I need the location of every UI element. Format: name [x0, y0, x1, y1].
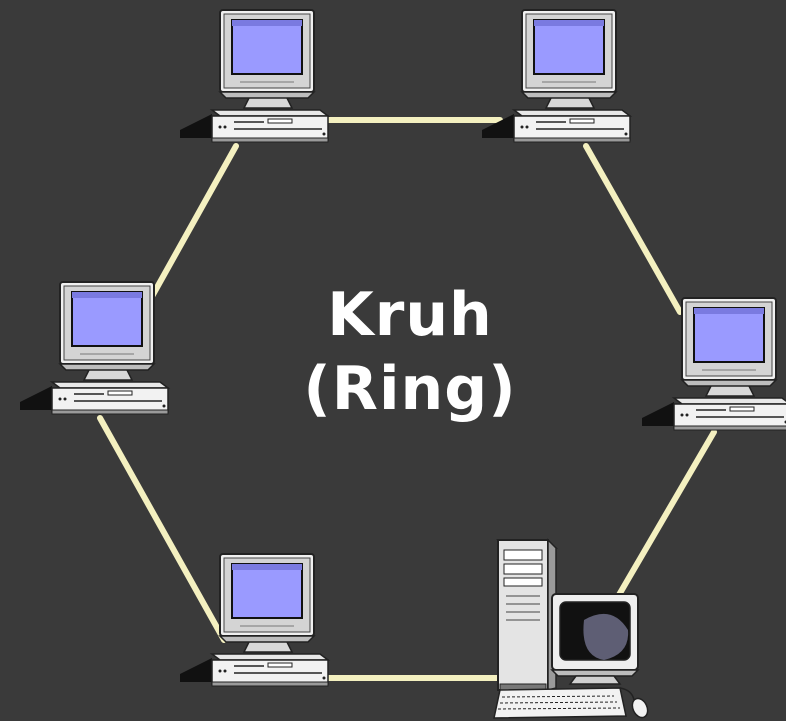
workstation-right [641, 297, 786, 431]
mouse-icon [619, 687, 649, 719]
ring-links [97, 117, 717, 681]
title-line-2: (Ring) [303, 354, 517, 424]
desktop-computer-icon [179, 9, 329, 143]
desktop-computer-icon [481, 9, 631, 143]
ring-link [583, 143, 683, 315]
title-line-1: Kruh [327, 280, 493, 350]
ring-link [147, 143, 239, 303]
diagram-title: Kruh (Ring) [240, 278, 580, 426]
desktop-computer-icon [19, 281, 169, 415]
workstation-left [19, 281, 169, 415]
workstation-top-left [179, 9, 329, 143]
server-tower-icon [495, 538, 559, 691]
desktop-computer-icon [641, 297, 786, 431]
ring-link [97, 415, 227, 643]
keyboard-icon [493, 687, 627, 719]
workstation-top-right [481, 9, 631, 143]
workstation-bottom-left [179, 553, 329, 687]
desktop-computer-icon [179, 553, 329, 687]
ring-link [613, 429, 717, 603]
server-node [493, 538, 649, 719]
crt-monitor-icon [550, 593, 640, 685]
